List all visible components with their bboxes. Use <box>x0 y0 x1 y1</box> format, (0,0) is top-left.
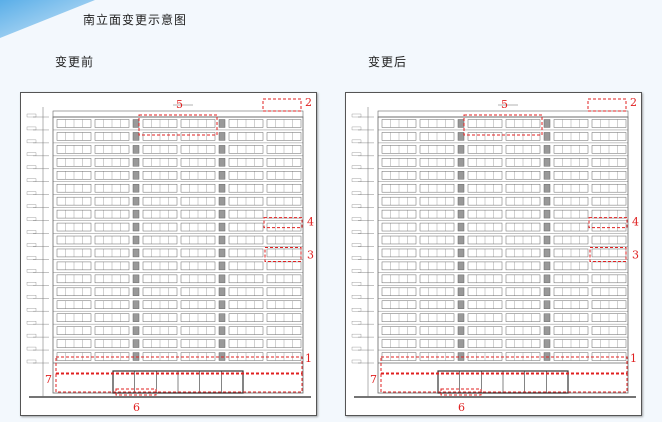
page-title: 南立面变更示意图 <box>83 13 188 27</box>
marker-box-2 <box>262 98 302 112</box>
marker-label-6: 6 <box>458 401 465 414</box>
marker-label-3: 3 <box>632 248 639 261</box>
marker-box-5 <box>138 114 218 136</box>
marker-label-5: 5 <box>176 98 183 111</box>
elevation-before: 1 2 3 4 5 6 7 <box>26 96 314 414</box>
marker-box-6 <box>440 388 482 396</box>
marker-label-3: 3 <box>307 248 314 261</box>
after-label: 变更后 <box>368 55 408 69</box>
marker-box-3 <box>264 246 302 262</box>
marker-label-7: 7 <box>370 373 377 386</box>
marker-box-5 <box>463 114 543 136</box>
marker-label-4: 4 <box>632 216 639 229</box>
marker-label-2: 2 <box>305 96 312 109</box>
marker-box-4 <box>263 217 303 229</box>
marker-label-4: 4 <box>307 216 314 229</box>
marker-box-6 <box>115 388 157 396</box>
marker-box-7 <box>380 373 628 393</box>
marker-label-7: 7 <box>45 373 52 386</box>
marker-label-1: 1 <box>630 352 637 365</box>
marker-label-6: 6 <box>133 401 140 414</box>
marker-box-7 <box>55 373 303 393</box>
drawing-after: 1 2 3 4 5 6 7 <box>345 92 642 416</box>
marker-box-1 <box>380 356 628 374</box>
marker-label-5: 5 <box>501 98 508 111</box>
marker-box-1 <box>55 356 303 374</box>
elevation-after: 1 2 3 4 5 6 7 <box>351 96 639 414</box>
corner-decoration <box>0 0 95 38</box>
marker-label-1: 1 <box>305 352 312 365</box>
drawing-before: 1 2 3 4 5 6 7 <box>20 92 317 416</box>
marker-box-2 <box>587 98 627 112</box>
before-label: 变更前 <box>55 55 95 69</box>
marker-box-3 <box>589 246 627 262</box>
marker-box-4 <box>588 217 628 229</box>
marker-label-2: 2 <box>630 96 637 109</box>
